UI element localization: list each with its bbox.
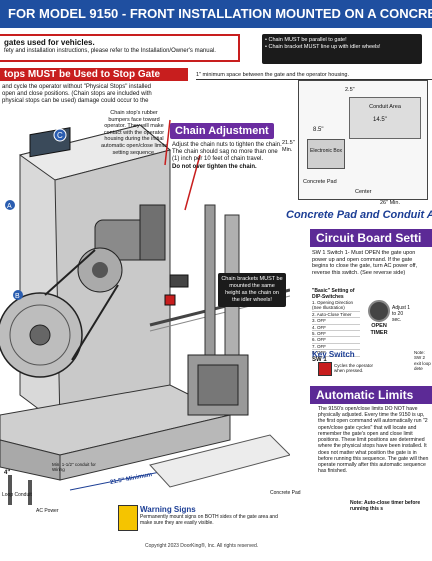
safety-note-line1: gates used for vehicles. [4,38,95,47]
base-4in-label: 4" [4,470,11,476]
conduit-area-label: Conduit Area [369,104,401,110]
dip-switch-item[interactable]: 5. OFF [312,331,360,338]
automatic-limits-title: Automatic Limits [310,386,432,404]
safety-note-line2: fety and installation instructions, plea… [4,47,216,54]
dip-switch-title: "Basic" Setting of DIP-Switches [312,288,355,300]
ac-conduit-label: AC Power [36,508,59,514]
circuit-board-title: Circuit Board Setti [310,229,432,247]
chain-adjustment-body: Adjust the chain nuts to tighten the cha… [172,142,282,171]
dip-switch-item[interactable]: 1. Opening Direction (See Illustration) [312,300,360,312]
svg-text:C: C [57,131,63,140]
electronic-box: Electronic Box [307,139,345,169]
page-banner: FOR MODEL 9150 - FRONT INSTALLATION MOUN… [0,0,432,28]
copyright: Copyright 2023 DoorKing®, Inc. All right… [145,543,259,549]
operator-illustration: C A B [0,119,290,505]
chain-bracket-callout: Chain brackets MUST be mounted the same … [218,273,286,307]
electronic-box-label: Electronic Box [310,148,342,154]
stops-body-line2: open and close positions. (Chain stops a… [2,91,152,98]
dip-switch-item[interactable]: 3. OFF [312,318,360,325]
key-switch-desc: Cycles the operator when pressed. [334,363,374,374]
dim-8-5: 8.5" [313,127,324,133]
concrete-pad-label: Concrete Pad [303,179,337,185]
stops-body-line1: and cycle the operator without "Physical… [2,84,152,90]
dip-switch-list: 1. Opening Direction (See Illustration)2… [312,300,360,357]
chain-adjustment-warning: Do not over tighten the chain. [172,163,257,170]
base-pad-label: Concrete Pad [270,490,301,496]
conduit-wiring-label: Min. 1-1/2" conduit for Wiring [52,462,96,473]
warning-sign-icon [118,505,138,531]
chain-adjustment-title: Chain Adjustment [170,123,274,139]
warning-signs-body: Permanently mount signs on BOTH sides of… [140,514,278,526]
svg-text:A: A [7,203,12,210]
dim-2-5: 2.5" [345,87,355,93]
chain-stop-note: Chain stop's rubber bumpers face toward … [100,110,168,156]
loop-conduit-label: Loop Conduit [2,492,32,498]
chain-notes-box: • Chain MUST be parallel to gate! • Chai… [262,34,422,64]
conduit-area: Conduit Area [349,97,421,139]
open-timer-label: OPEN TIMER [370,323,388,336]
dim-26-min: 26" Min. [380,200,400,206]
key-switch-title: Key Switch [312,350,355,359]
dip-switch-item[interactable]: 8. OFF [312,350,360,357]
dim-14-5: 14.5" [373,117,387,123]
chain-adjustment-text: Adjust the chain nuts to tighten the cha… [172,142,282,163]
chain-parallel-note: • Chain MUST be parallel to gate! [265,37,347,43]
dip-switch-item[interactable]: 2. Auto-Close Timer [312,312,360,319]
chain-bracket-note: • Chain bracket MUST line up with idler … [265,43,381,50]
dim-21-5-min: 21.5" Min. [282,140,295,153]
dip-switch-item[interactable]: 4. OFF [312,325,360,331]
warning-signs-title: Warning Signs [140,505,196,514]
stops-body-line3: physical stops can be used) damage could… [2,98,149,105]
svg-text:B: B [15,293,20,300]
dip-switch-panel: "Basic" Setting of DIP-Switches 1. Openi… [312,288,360,364]
pad-top-dimension: 1" minimum space between the gate and th… [196,72,432,80]
automatic-limits-note: Note: Auto-close timer before running th… [350,500,421,512]
dip-switch-item[interactable]: 6. OFF [312,337,360,344]
adjust-label: Adjust 1 to 20 sec. [392,305,411,323]
center-label: Center [355,189,372,195]
open-timer-knob[interactable] [368,300,390,322]
physical-stops-body: and cycle the operator without "Physical… [2,84,192,106]
sw2-note: Note: SW 2 exit loop dete [414,350,431,372]
key-switch-button[interactable] [318,362,332,376]
sw1-instructions: SW 1 Switch 1- Must OPEN the gate upon p… [312,250,418,276]
automatic-limits-body: The 9150's open/close limits DO NOT have… [318,406,429,475]
concrete-pad-section-title: Concrete Pad and Conduit Ar [286,209,432,221]
warning-signs-section: Warning Signs Permanently mount signs on… [118,505,288,531]
concrete-pad-diagram: Conduit Area 2.5" 14.5" 8.5" Electronic … [298,80,428,200]
safety-note-box: gates used for vehicles. fety and instal… [0,34,240,62]
sw1-label: SW 1 [312,356,327,363]
physical-stops-title: tops MUST be Used to Stop Gate [0,68,188,81]
dip-switch-item[interactable]: 7. OFF [312,344,360,351]
